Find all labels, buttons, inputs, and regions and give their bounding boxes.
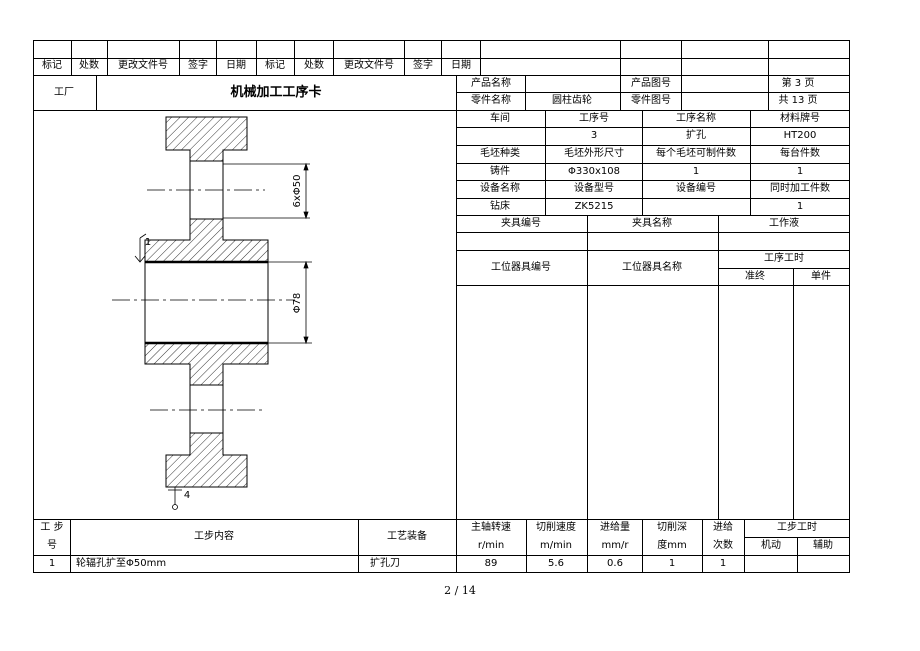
dim-hole-label: 6xΦ50 xyxy=(292,174,303,208)
bottom-rim-section xyxy=(165,432,248,488)
step-spindle: 89 xyxy=(484,558,498,569)
fixture-header: 工作液 xyxy=(769,218,799,229)
rev-cell: 处数 xyxy=(304,60,324,71)
info-header: 毛坯种类 xyxy=(480,148,520,159)
steps-header: mm/r xyxy=(601,540,629,551)
rev-cell: 标记 xyxy=(265,60,285,71)
info-header: 工序名称 xyxy=(676,113,716,124)
part-drawing-label: 零件图号 xyxy=(631,95,671,106)
info-value: 扩孔 xyxy=(686,130,706,141)
part-name: 圆柱齿轮 xyxy=(552,95,592,106)
steps-header: 度mm xyxy=(657,540,687,551)
fixture-header: 夹具名称 xyxy=(632,218,672,229)
steps-header: r/min xyxy=(477,540,505,551)
info-header: 毛坯外形尺寸 xyxy=(564,148,624,159)
rev-cell: 签字 xyxy=(188,60,208,71)
rev-cell: 日期 xyxy=(226,60,246,71)
info-value: ZK5215 xyxy=(574,201,614,212)
steps-header: 工 步 xyxy=(40,522,64,533)
steps-header: 工艺装备 xyxy=(387,531,427,542)
top-rim-section xyxy=(165,116,248,162)
page-footer: 2 / 14 xyxy=(444,584,476,597)
steps-header: 号 xyxy=(47,540,57,551)
info-value: HT200 xyxy=(783,130,817,141)
rev-cell: 签字 xyxy=(413,60,433,71)
prep-time-label: 准终 xyxy=(745,271,765,282)
step-equipment: 扩孔刀 xyxy=(370,558,400,569)
info-header: 每个毛坯可制件数 xyxy=(656,148,736,159)
info-header: 工序号 xyxy=(579,113,609,124)
rev-cell: 更改文件号 xyxy=(118,60,168,71)
rev-cell: 日期 xyxy=(451,60,471,71)
rev-cell: 更改文件号 xyxy=(344,60,394,71)
process-time-label: 工序工时 xyxy=(764,253,804,264)
page-number: 第 3 页 xyxy=(781,78,815,89)
card-title: 机械加工工序卡 xyxy=(230,85,322,100)
info-header: 每台件数 xyxy=(780,148,820,159)
steps-header: m/min xyxy=(540,540,572,551)
steps-header: 次数 xyxy=(713,540,733,551)
unit-time-label: 单件 xyxy=(811,271,831,282)
info-header: 材料牌号 xyxy=(780,113,820,124)
fixture-header: 夹具编号 xyxy=(501,218,541,229)
station-header: 工位器具编号 xyxy=(491,262,551,273)
steps-header: 主轴转速 xyxy=(471,522,511,533)
info-value: 铸件 xyxy=(490,166,510,177)
outer-frame xyxy=(33,40,850,573)
info-value: 1 xyxy=(796,201,804,212)
steps-header: 进给量 xyxy=(600,522,630,533)
step-passes: 1 xyxy=(719,558,727,569)
steps-header: 进给 xyxy=(713,522,733,533)
steps-header: 工步工时 xyxy=(777,522,817,533)
total-pages: 共 13 页 xyxy=(778,95,818,106)
roughness-top: 1 xyxy=(144,237,152,248)
info-header: 设备型号 xyxy=(574,183,614,194)
steps-header: 辅助 xyxy=(813,540,833,551)
info-value: Φ330x108 xyxy=(568,166,620,177)
roughness-bottom: 4 xyxy=(183,490,191,501)
rev-cell: 处数 xyxy=(79,60,99,71)
info-value: 1 xyxy=(796,166,804,177)
dim-bore-label: Φ78 xyxy=(292,292,303,314)
info-value: 1 xyxy=(692,166,700,177)
part-drawing xyxy=(112,116,312,510)
info-header: 设备名称 xyxy=(480,183,520,194)
info-header: 车间 xyxy=(490,113,510,124)
part-name-label: 零件名称 xyxy=(471,95,511,106)
factory-label: 工厂 xyxy=(54,87,74,98)
steps-header: 机动 xyxy=(761,540,781,551)
step-speed: 5.6 xyxy=(548,558,564,569)
step-feed: 0.6 xyxy=(607,558,623,569)
station-header: 工位器具名称 xyxy=(622,262,682,273)
step-depth: 1 xyxy=(668,558,676,569)
info-header: 设备编号 xyxy=(676,183,716,194)
steps-header: 切削深 xyxy=(657,522,687,533)
rev-cell: 标记 xyxy=(42,60,62,71)
step-content: 轮辐孔扩至Φ50mm xyxy=(76,558,167,569)
steps-header: 工步内容 xyxy=(194,531,234,542)
product-name-label: 产品名称 xyxy=(471,78,511,89)
info-value: 3 xyxy=(590,130,598,141)
steps-header: 切削速度 xyxy=(536,522,576,533)
info-value: 钻床 xyxy=(490,201,510,212)
info-header: 同时加工件数 xyxy=(770,183,830,194)
product-drawing-label: 产品图号 xyxy=(631,78,671,89)
step-no: 1 xyxy=(48,558,56,569)
